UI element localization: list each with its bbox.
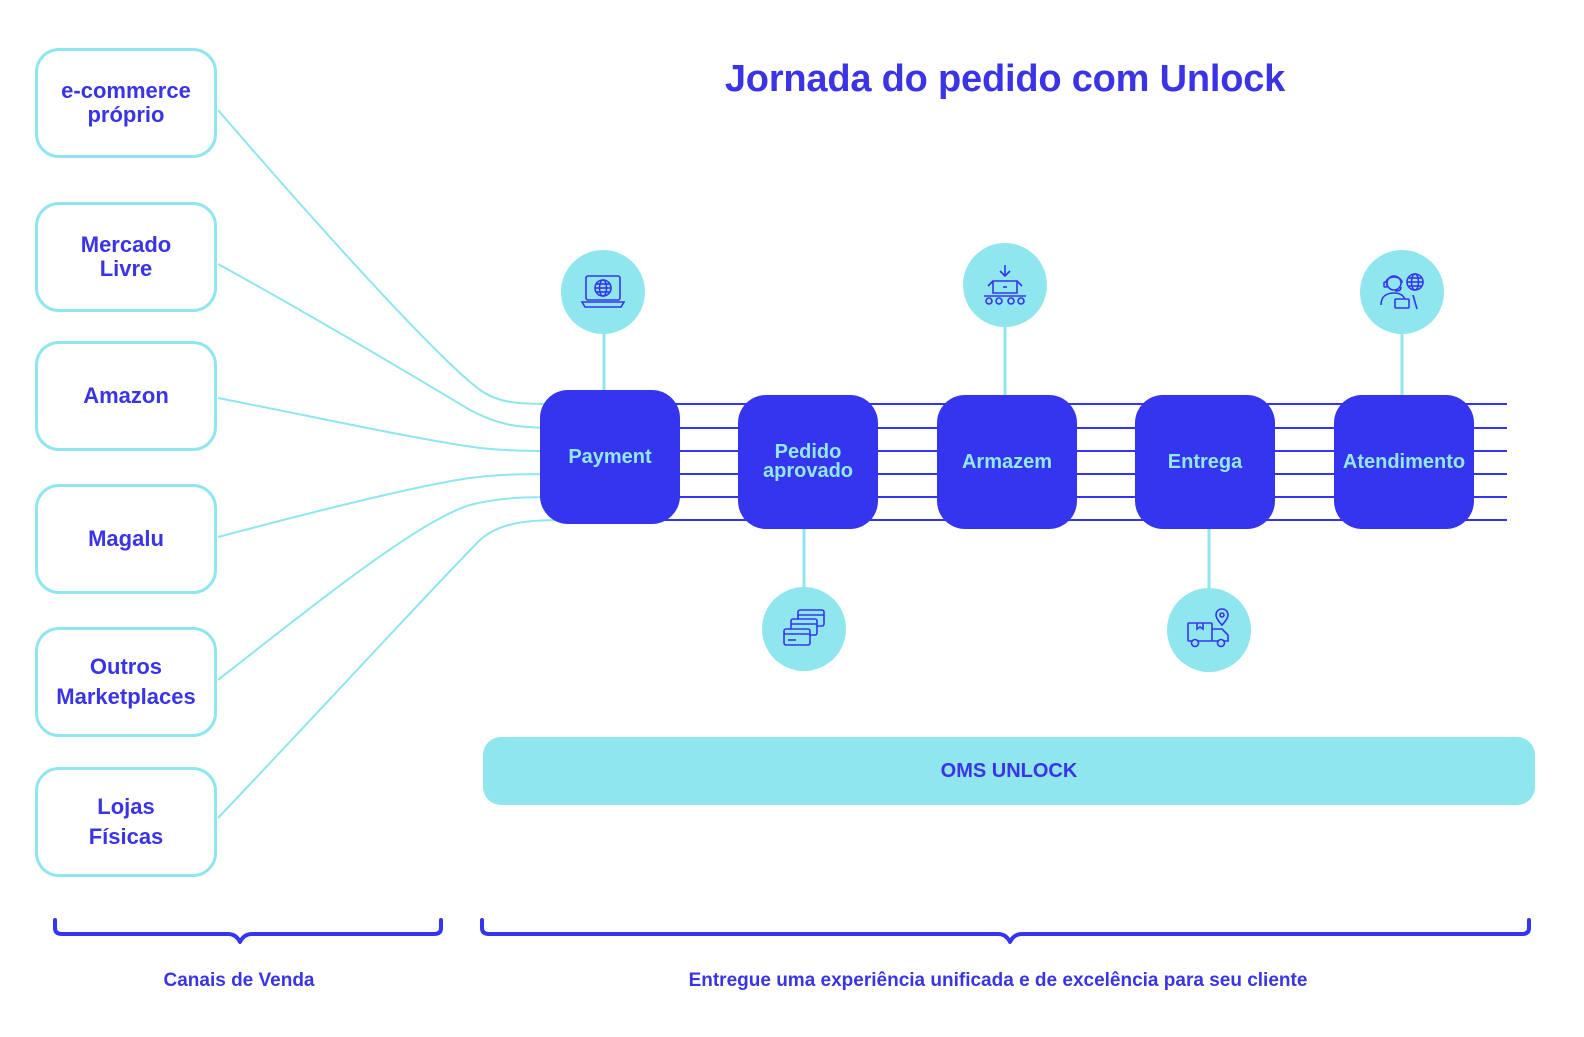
channel-label: e-commerce próprio [61, 78, 191, 127]
diagram-title: Jornada do pedido com Unlock [724, 58, 1286, 100]
agent-headset-globe-icon [1360, 250, 1444, 334]
oms-unlock-bar: OMS UNLOCK [483, 737, 1535, 805]
brace-right [480, 918, 1531, 944]
stage-payment: Payment [540, 390, 680, 524]
caption-canais-de-venda: Canais de Venda [163, 970, 315, 991]
channel-connectors [217, 109, 561, 819]
stage-entrega: Entrega [1135, 395, 1275, 529]
stage-label: Entrega [1167, 450, 1243, 473]
stage-label: Armazem [961, 450, 1053, 473]
channel-label: Outros Marketplaces [56, 654, 196, 709]
connector-mercado-livre [217, 263, 561, 429]
channel-label: Lojas Físicas [88, 794, 164, 849]
stage-label: Atendimento [1342, 450, 1466, 473]
stage-label: Payment [568, 445, 652, 468]
delivery-truck-pin-icon [1167, 588, 1251, 672]
channel-mercado-livre: Mercado Livre [35, 202, 217, 312]
icon-stems [602, 327, 1404, 590]
stage-label: Pedido aprovado [762, 441, 854, 482]
channel-outros-marketplaces: Outros Marketplaces [35, 627, 217, 737]
stacked-cards-icon [762, 587, 846, 671]
channel-label: Amazon [83, 383, 169, 408]
connector-amazon [217, 397, 561, 452]
channel-label: Mercado Livre [80, 232, 172, 281]
channel-lojas-fisicas: Lojas Físicas [35, 767, 217, 877]
stage-atendimento: Atendimento [1334, 395, 1474, 529]
connector-ecommerce [217, 109, 561, 405]
braces [53, 918, 1531, 944]
connector-lojas [217, 519, 561, 819]
connector-outros [217, 496, 561, 681]
connector-magalu [217, 473, 561, 538]
stage-pedido-aprovado: Pedido aprovado [738, 395, 878, 529]
channel-amazon: Amazon [35, 341, 217, 451]
channel-ecommerce: e-commerce próprio [35, 48, 217, 158]
channel-magalu: Magalu [35, 484, 217, 594]
caption-experiencia-unificada: Entregue uma experiência unificada e de … [688, 970, 1308, 991]
channel-label: Magalu [88, 526, 164, 551]
conveyor-box-icon [963, 243, 1047, 327]
oms-unlock-label: OMS UNLOCK [940, 759, 1078, 782]
laptop-globe-icon [561, 250, 645, 334]
stage-armazem: Armazem [937, 395, 1077, 529]
brace-left [53, 918, 443, 944]
